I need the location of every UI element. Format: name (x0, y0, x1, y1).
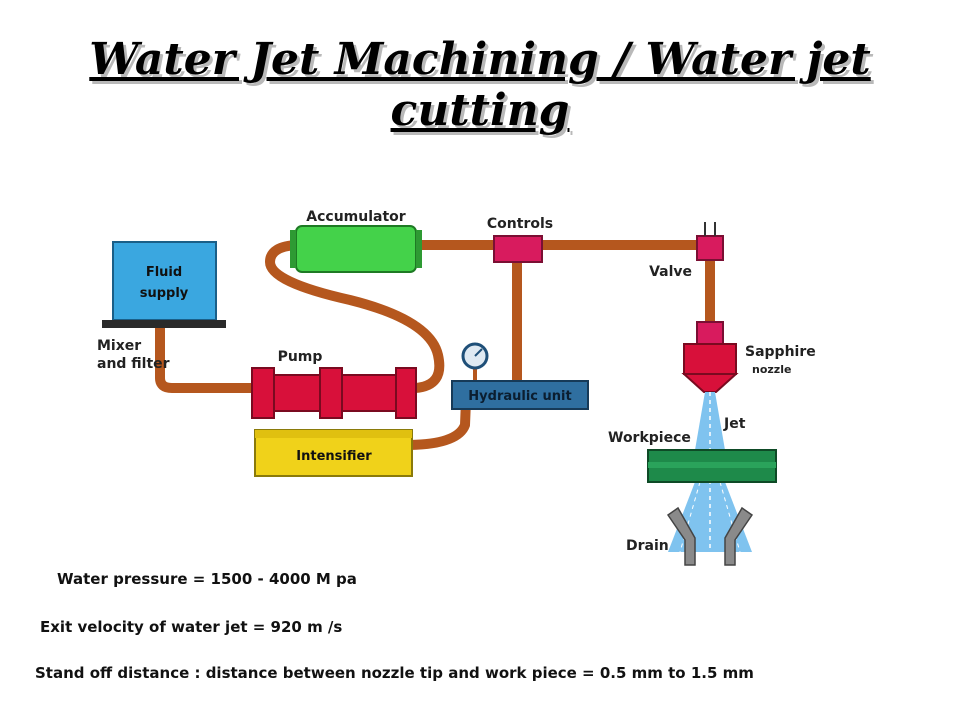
standoff-distance-note: Stand off distance : distance between no… (35, 664, 754, 682)
hydraulic-unit-label: Hydraulic unit (468, 389, 571, 404)
pipe-pump-to-accumulator (265, 240, 445, 393)
controls: Controls (487, 216, 553, 263)
fluid-supply-label-line2: supply (140, 286, 189, 301)
fluid-supply-label-line1: Fluid (146, 265, 182, 280)
pipe-intensifier-to-hydraulic (405, 395, 471, 450)
drain: Drain (626, 506, 754, 566)
intensifier-label: Intensifier (296, 449, 372, 464)
accumulator-label: Accumulator (306, 209, 406, 225)
controls-label: Controls (487, 216, 553, 232)
workpiece-label: Workpiece (608, 430, 691, 446)
intensifier: Intensifier (254, 429, 413, 477)
exit-velocity-note: Exit velocity of water jet = 920 m /s (40, 618, 343, 636)
hydraulic-unit: Hydraulic unit (451, 380, 589, 410)
valve: Valve (649, 222, 724, 280)
pump: Pump (251, 349, 417, 419)
workpiece: Workpiece (608, 430, 777, 483)
fluid-supply-tank: Fluid supply (102, 241, 226, 328)
drain-label: Drain (626, 538, 669, 554)
valve-label: Valve (649, 264, 692, 280)
pump-label: Pump (278, 349, 323, 365)
sapphire-label-line2: nozzle (752, 363, 791, 376)
jet-label: Jet (723, 416, 746, 432)
pressure-gauge-icon (461, 342, 489, 370)
page-title: Water Jet Machining / Water jet cutting (89, 34, 871, 136)
mixer-label-line1: Mixer (97, 338, 141, 354)
sapphire-nozzle: Sapphire nozzle (681, 321, 816, 393)
pipe-supply-to-pump (155, 323, 260, 393)
water-pressure-note: Water pressure = 1500 - 4000 M pa (57, 570, 357, 588)
accumulator: Accumulator (290, 209, 422, 273)
sapphire-label-line1: Sapphire (745, 344, 816, 360)
pipes (155, 240, 715, 450)
mixer-label-line2: and filter (97, 356, 170, 372)
